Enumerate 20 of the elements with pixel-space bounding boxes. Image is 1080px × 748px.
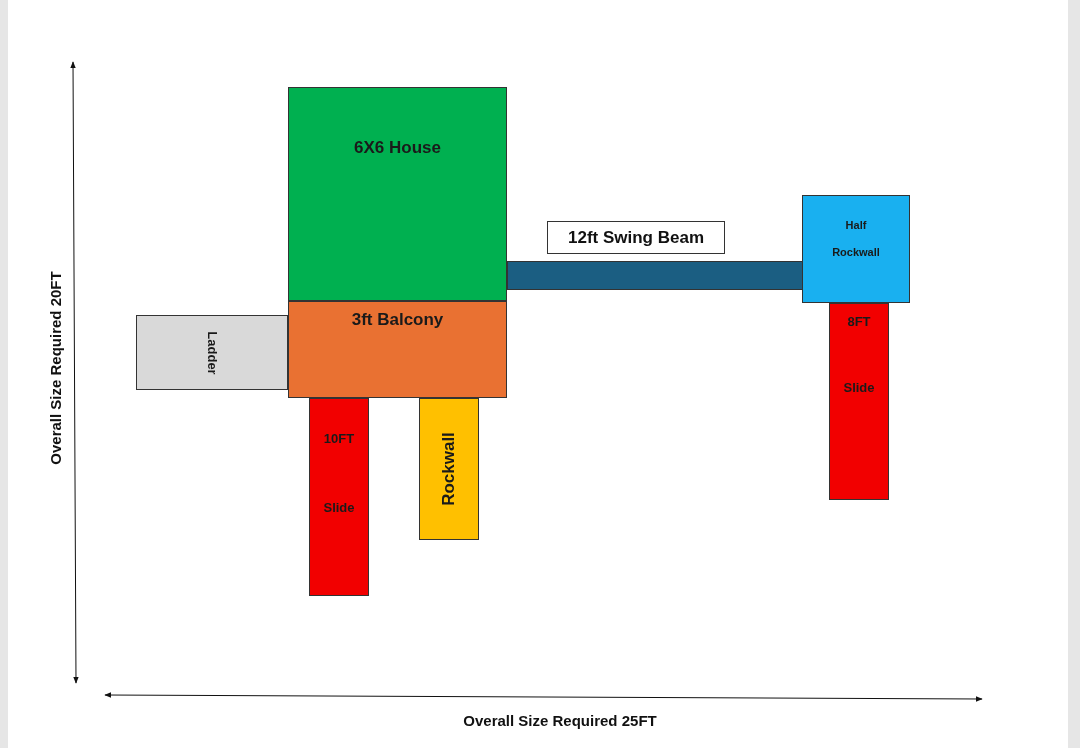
- slide-block: [829, 303, 889, 500]
- block-label: 3ft Balcony: [351, 310, 444, 330]
- balcony-block: [288, 301, 507, 398]
- block-label: 10FT: [323, 431, 355, 446]
- house-block: [288, 87, 507, 301]
- rockwall-block: [419, 398, 479, 540]
- block-label: 6X6 House: [354, 138, 441, 158]
- half-rockwall-block: [802, 195, 910, 303]
- dimension-label: Overall Size Required 25FT: [463, 711, 657, 729]
- slide-block: [309, 398, 369, 596]
- block-label: Half Rockwall: [831, 218, 881, 260]
- dimension-label: Overall Size Required 20FT: [46, 271, 64, 465]
- swing-beam-bar: [507, 261, 803, 290]
- block-label: Ladder: [204, 330, 220, 375]
- block-label: 8FT: [847, 314, 871, 329]
- beam-label: 12ft Swing Beam: [547, 221, 725, 254]
- block-label: Slide: [323, 500, 355, 515]
- block-label: Slide: [843, 380, 875, 395]
- ladder-block: [136, 315, 288, 390]
- block-label: Rockwall: [439, 432, 459, 506]
